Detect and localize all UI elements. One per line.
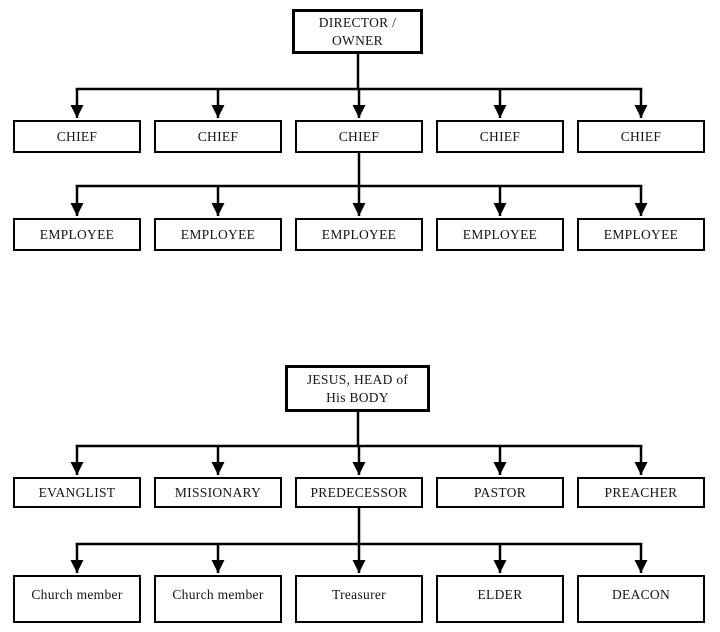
org-node-chief-5: CHIEF xyxy=(577,120,705,153)
org-node-chief-2: CHIEF xyxy=(154,120,282,153)
org-node-chief-3: CHIEF xyxy=(295,120,423,153)
org-node-elder: ELDER xyxy=(436,575,564,623)
org-node-church-member-1: Church member xyxy=(13,575,141,623)
org-node-jesus-head: JESUS, HEAD of His BODY xyxy=(285,365,430,412)
org-node-employee-3: EMPLOYEE xyxy=(295,218,423,251)
org-node-chief-4: CHIEF xyxy=(436,120,564,153)
org-node-treasurer: Treasurer xyxy=(295,575,423,623)
chart1-connectors xyxy=(70,52,648,216)
org-node-pastor: PASTOR xyxy=(436,477,564,508)
org-node-preacher: PREACHER xyxy=(577,477,705,508)
org-node-employee-5: EMPLOYEE xyxy=(577,218,705,251)
org-node-chief-1: CHIEF xyxy=(13,120,141,153)
chart2-connectors xyxy=(70,410,648,573)
org-node-employee-1: EMPLOYEE xyxy=(13,218,141,251)
org-node-employee-4: EMPLOYEE xyxy=(436,218,564,251)
org-node-predecessor: PREDECESSOR xyxy=(295,477,423,508)
org-node-label: DIRECTOR / xyxy=(318,14,397,30)
org-node-director-owner: DIRECTOR / OWNER xyxy=(292,9,423,54)
org-node-evanglist: EVANGLIST xyxy=(13,477,141,508)
org-node-church-member-2: Church member xyxy=(154,575,282,623)
org-node-label: JESUS, HEAD of xyxy=(306,371,409,387)
org-node-label: His BODY xyxy=(326,389,389,405)
org-node-deacon: DEACON xyxy=(577,575,705,623)
org-node-missionary: MISSIONARY xyxy=(154,477,282,508)
org-node-label: OWNER xyxy=(332,32,383,48)
org-node-employee-2: EMPLOYEE xyxy=(154,218,282,251)
